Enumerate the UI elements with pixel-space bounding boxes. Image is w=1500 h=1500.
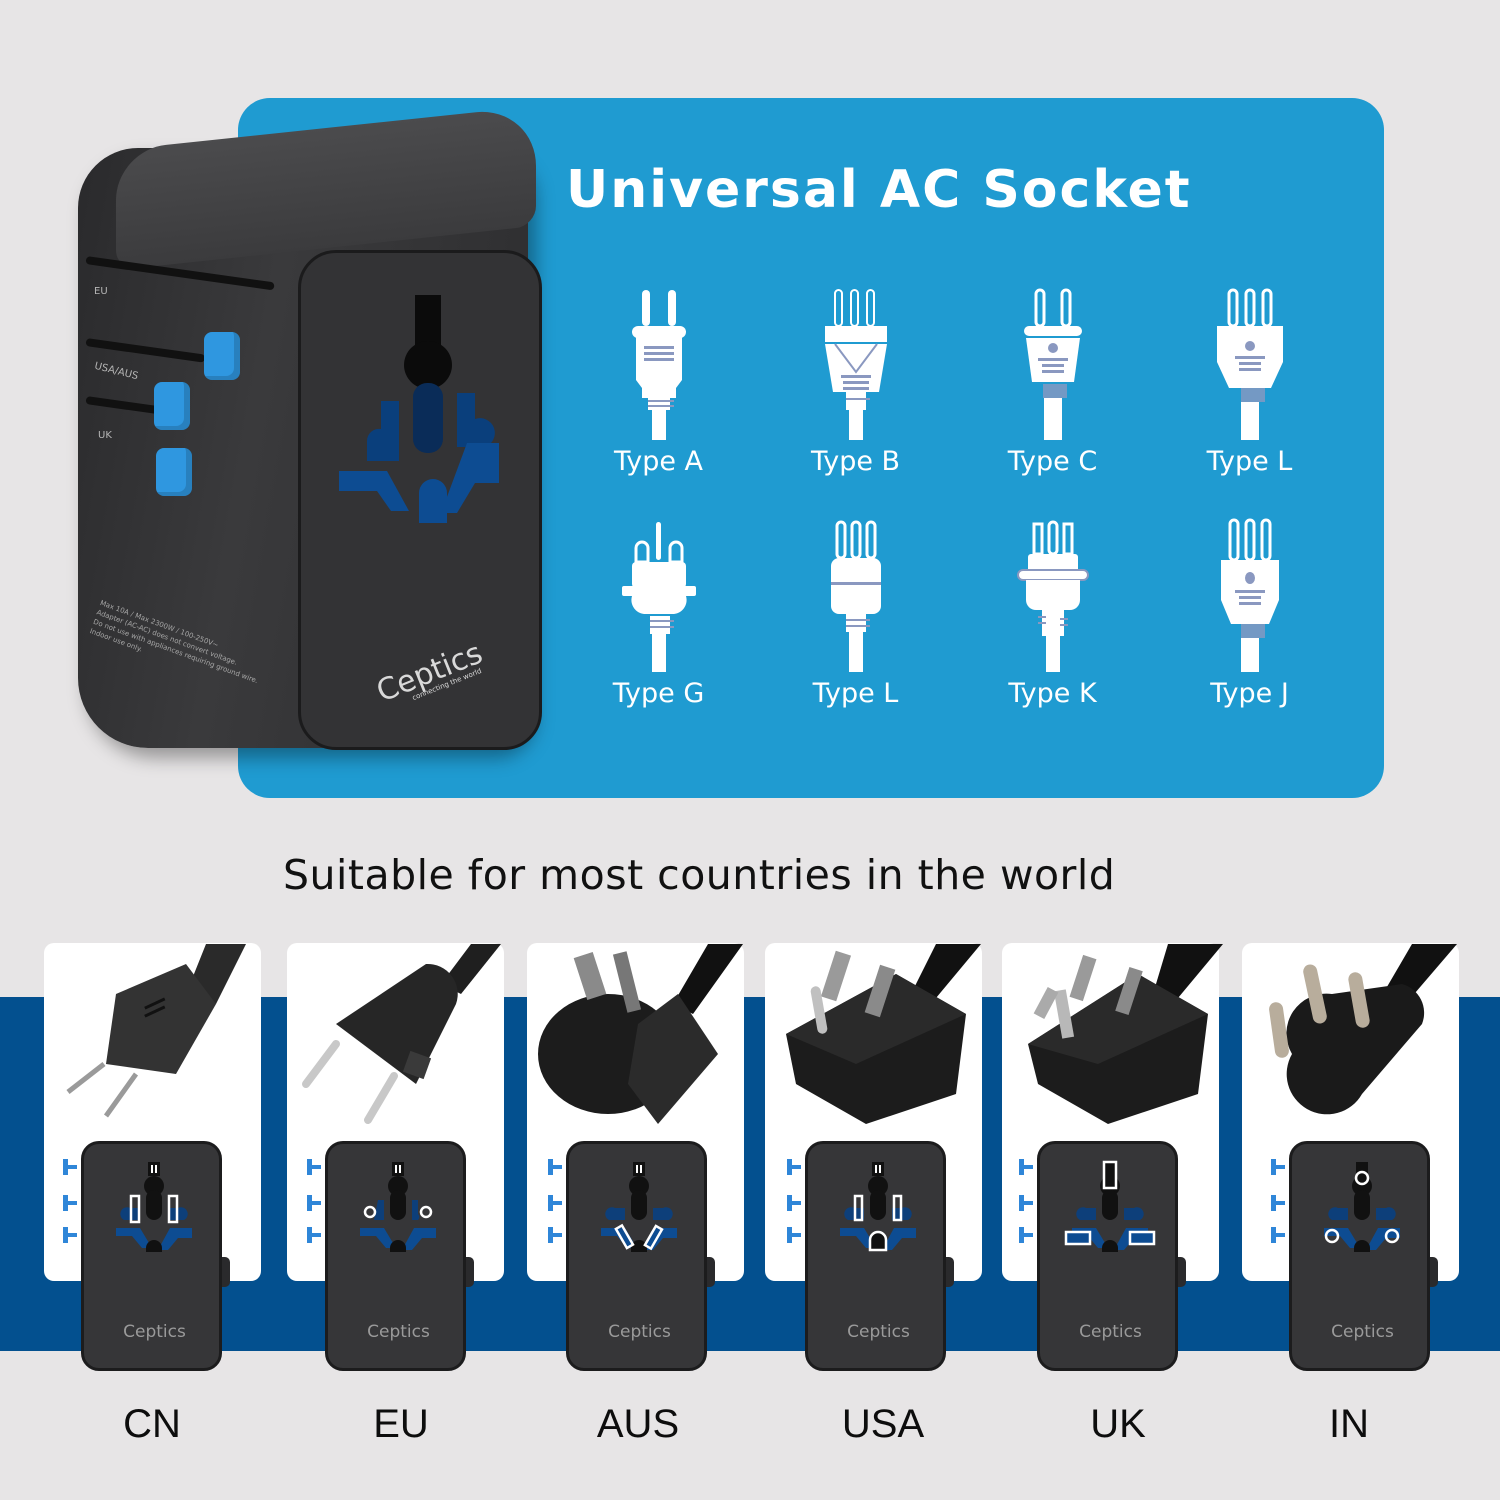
slider-tab-icon <box>787 1159 801 1175</box>
ceptics-logo: Ceptics <box>1331 1322 1394 1342</box>
usa-aus-slider-tab[interactable] <box>154 382 190 430</box>
slider-tab-icon <box>1271 1195 1285 1211</box>
eu-plug-icon <box>302 944 501 1124</box>
plug-type-l: Type L <box>1151 280 1348 512</box>
mini-adapter-uk: Ceptics <box>1019 1141 1186 1371</box>
usa-socket-icon <box>840 1162 916 1252</box>
country-label-usa: USA <box>841 1402 925 1446</box>
type-k-plug-icon <box>1016 520 1089 672</box>
plug-type-j: Type J <box>1151 512 1348 744</box>
slider-tab-icon <box>63 1195 77 1211</box>
uk-plug-icon <box>1028 944 1223 1124</box>
slider-tab-icon <box>1019 1195 1033 1211</box>
aus-socket-icon <box>601 1162 677 1252</box>
mini-adapter-in: Ceptics <box>1271 1141 1438 1371</box>
plug-type-l-alt: Type L <box>757 512 954 744</box>
mini-adapter-cn: Ceptics <box>63 1141 230 1371</box>
cn-plug-icon <box>66 944 246 1118</box>
in-socket-icon <box>1324 1162 1400 1252</box>
slider-tab-icon <box>1019 1227 1033 1243</box>
panel-title: Universal AC Socket <box>566 160 1192 220</box>
type-l-plug-icon <box>1216 288 1283 440</box>
ceptics-logo: Ceptics <box>608 1322 671 1342</box>
plug-type-label: Type B <box>810 446 901 477</box>
mini-adapter-usa: Ceptics <box>787 1141 954 1371</box>
type-b-plug-icon <box>824 289 887 440</box>
adapter-product-image: EU USA/AUS UK Max 10A / Max 2300W / 100-… <box>76 105 546 753</box>
type-a-plug-icon <box>631 290 686 440</box>
plug-type-label: Type A <box>613 446 704 477</box>
slider-tab-icon <box>787 1195 801 1211</box>
slider-tab-icon <box>63 1159 77 1175</box>
usa-plug-icon <box>786 944 981 1124</box>
ceptics-logo: Ceptics <box>847 1322 910 1342</box>
compatibility-subtitle: Suitable for most countries in the world <box>283 851 1116 899</box>
ceptics-logo: Ceptics <box>123 1322 186 1342</box>
plug-type-label: Type G <box>612 678 705 709</box>
cn-socket-icon <box>116 1162 192 1252</box>
plug-type-k: Type K <box>954 512 1151 744</box>
slider-tab-icon <box>307 1195 321 1211</box>
plug-type-b: Type B <box>757 280 954 512</box>
universal-socket-icon <box>339 295 499 523</box>
country-label-eu: EU <box>373 1402 429 1446</box>
type-c-plug-icon <box>1023 288 1082 440</box>
plug-type-a: Type A <box>560 280 757 512</box>
type-g-plug-icon <box>621 522 696 672</box>
ceptics-logo: Ceptics <box>1079 1322 1142 1342</box>
slider-tab-icon <box>787 1227 801 1243</box>
country-label-in: IN <box>1329 1402 1369 1446</box>
plug-type-label: Type K <box>1008 678 1097 709</box>
type-j-plug-icon <box>1220 518 1279 672</box>
slider-tab-icon <box>1271 1159 1285 1175</box>
slider-tab-icon <box>548 1227 562 1243</box>
slider-tab-icon <box>1271 1227 1285 1243</box>
mini-adapter-aus: Ceptics <box>548 1141 715 1371</box>
plug-type-c: Type C <box>954 280 1151 512</box>
in-plug-icon <box>1269 944 1457 1115</box>
plug-type-label: Type L <box>1206 446 1293 477</box>
ceptics-logo: Ceptics <box>367 1322 430 1342</box>
country-label-aus: AUS <box>596 1402 680 1446</box>
uk-slider-tab[interactable] <box>156 448 192 496</box>
ceptics-logo: Ceptics connecting the world <box>371 635 488 710</box>
slider-tab-icon <box>307 1227 321 1243</box>
uk-socket-icon <box>1064 1160 1156 1252</box>
slider-label-eu: EU <box>94 286 108 297</box>
slider-tab-icon <box>548 1159 562 1175</box>
adapter-socket-face: Ceptics connecting the world <box>298 250 542 750</box>
eu-slider-tab[interactable] <box>204 332 240 380</box>
plug-type-label: Type J <box>1210 678 1289 709</box>
type-l-plug-alt-icon <box>830 520 881 672</box>
slider-tab-icon <box>1019 1159 1033 1175</box>
eu-socket-icon <box>360 1162 436 1252</box>
plug-type-grid: Type A Type B Type C <box>560 280 1350 740</box>
country-label-cn: CN <box>123 1402 181 1446</box>
slider-tab-icon <box>548 1195 562 1211</box>
plug-type-g: Type G <box>560 512 757 744</box>
slider-label-uk: UK <box>98 430 112 441</box>
country-label-uk: UK <box>1090 1402 1146 1446</box>
mini-adapter-eu: Ceptics <box>307 1141 474 1371</box>
slider-tab-icon <box>307 1159 321 1175</box>
plug-type-label: Type C <box>1007 446 1098 477</box>
slider-tab-icon <box>63 1227 77 1243</box>
aus-plug-icon <box>538 944 743 1124</box>
plug-type-label: Type L <box>812 678 899 709</box>
